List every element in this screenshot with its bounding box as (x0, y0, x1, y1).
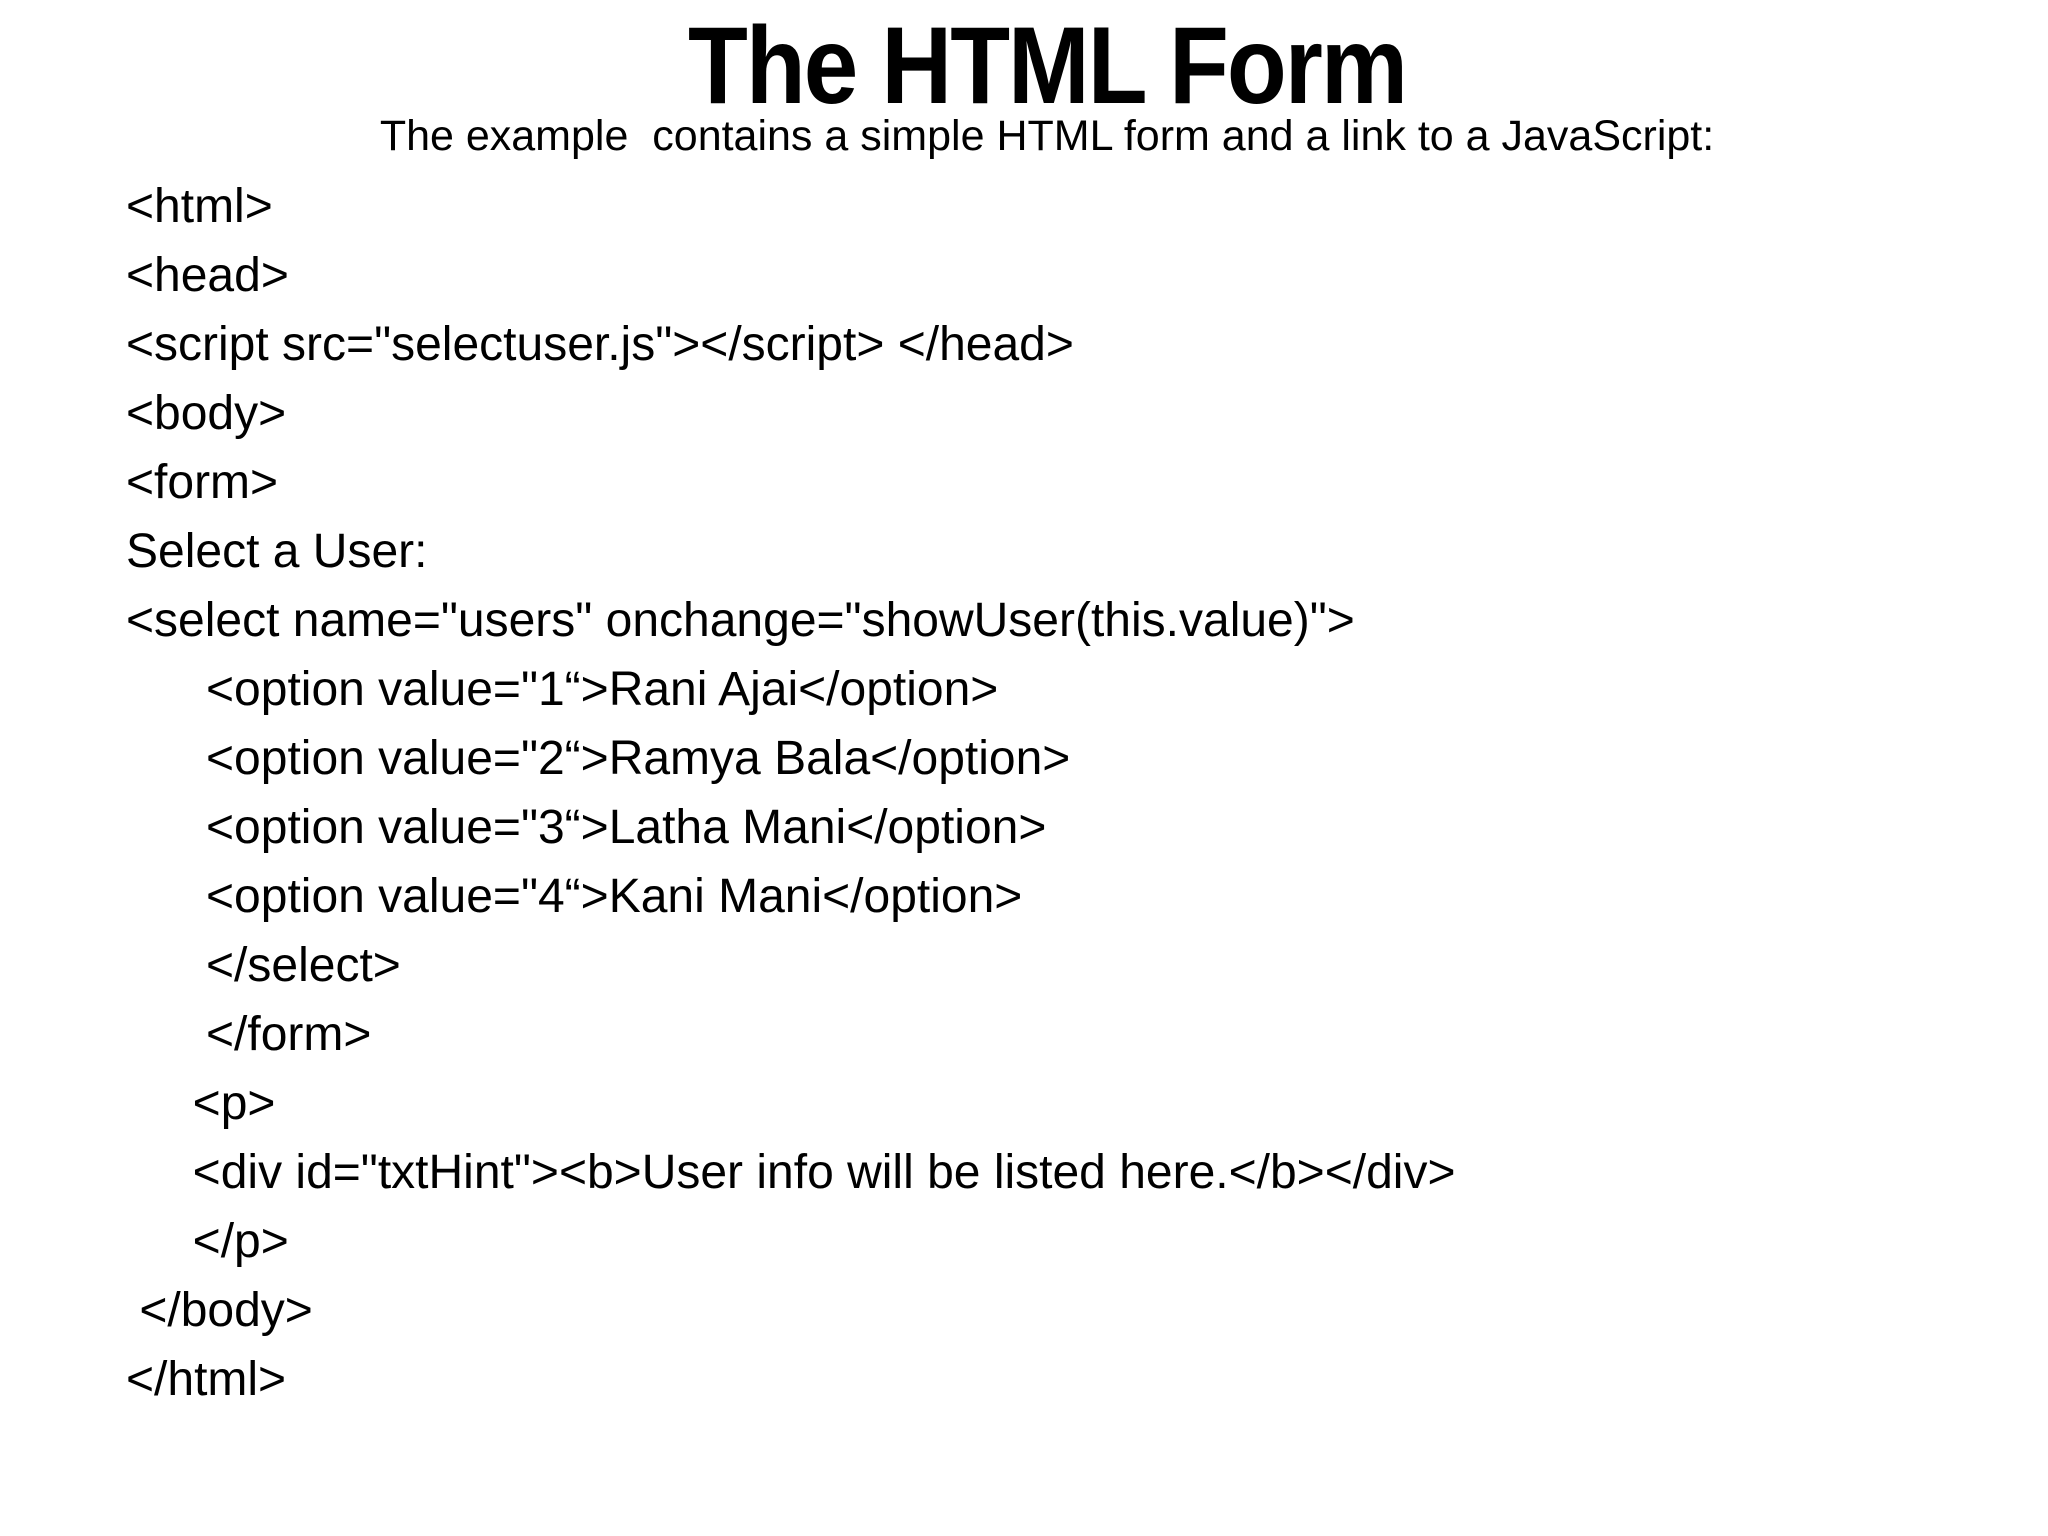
code-line-p-open: <p> (126, 1077, 276, 1130)
code-line-html-close: </html> (126, 1353, 287, 1406)
code-line-p-close: </p> (126, 1215, 289, 1268)
code-line-option-1: <option value="1“>Rani Ajai</option> (126, 663, 999, 716)
slide-title: The HTML Form (687, 3, 1408, 127)
code-line-select-label: Select a User: (126, 525, 428, 578)
code-line-select-open: <select name="users" onchange="showUser(… (126, 594, 1355, 647)
code-line-option-4: <option value="4“>Kani Mani</option> (126, 870, 1023, 923)
code-line-head-open: <head> (126, 249, 289, 302)
code-line-body-open: <body> (126, 387, 287, 440)
code-line-option-3: <option value="3“>Latha Mani</option> (126, 801, 1047, 854)
code-line-html-open: <html> (126, 180, 273, 233)
code-line-option-2: <option value="2“>Ramya Bala</option> (126, 732, 1071, 785)
code-line-select-close: </select> (126, 939, 401, 992)
code-line-form-open: <form> (126, 456, 279, 509)
slide-subtitle: The example contains a simple HTML form … (379, 112, 1715, 160)
code-block: <html> <head> <script src="selectuser.js… (126, 172, 2028, 1414)
code-line-form-close: </form> (126, 1008, 372, 1061)
code-line-div-txthint: <div id="txtHint"><b>User info will be l… (126, 1146, 1456, 1199)
code-line-body-close: </body> (126, 1284, 313, 1337)
code-line-script-src: <script src="selectuser.js"></script> </… (126, 318, 1074, 371)
